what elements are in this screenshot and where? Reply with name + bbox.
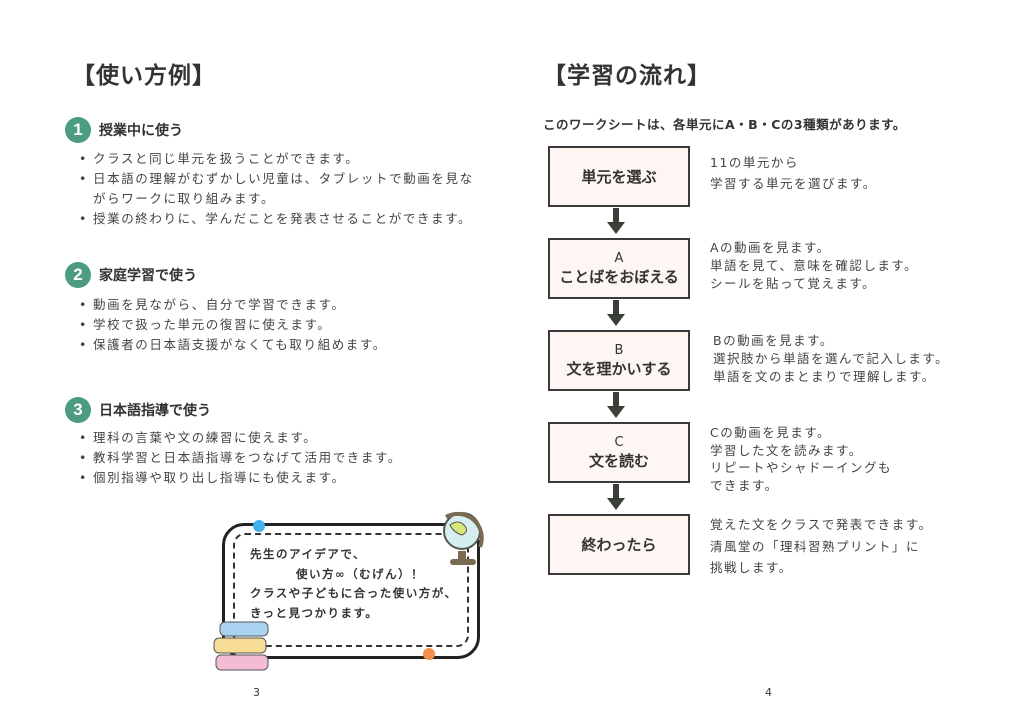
step-description: Bの動画を見ます。選択肢から単語を選んで記入します。単語を文のまとまりで理解しま… [713, 333, 950, 384]
section-3: 3 日本語指導で使う 理科の言葉や文の練習に使えます。 教科学習と日本語指導をつな… [65, 397, 402, 488]
list-item: 保護者の日本語支援がなくても取り組めます。 [79, 335, 387, 355]
step-description: 覚えた文をクラスで発表できます。清風堂の「理科習熟プリント」に挑戦します。 [710, 517, 933, 575]
number-badge: 2 [65, 262, 91, 288]
list-item: 学校で扱った単元の復習に使えます。 [79, 315, 387, 335]
step-label: C [614, 434, 624, 450]
note-line: 先生のアイデアで、 [250, 547, 366, 561]
list-item-continuation: がらワークに取り組みます。 [93, 191, 276, 206]
step-description: Aの動画を見ます。単語を見て、意味を確認します。シールを貼って覚えます。 [710, 240, 919, 291]
note-line: クラスや子どもに合った使い方が、 [250, 586, 458, 600]
page-number: 4 [765, 686, 772, 699]
note-dashed-border [233, 533, 469, 647]
section-2: 2 家庭学習で使う 動画を見ながら、自分で学習できます。 学校で扱った単元の復習に… [65, 262, 387, 355]
section-1: 1 授業中に使う クラスと同じ単元を扱うことができます。 日本語の理解がむずかしい… [65, 117, 474, 229]
step-box-finish: 終わったら [548, 514, 690, 575]
step-title: ことばをおぼえる [559, 267, 679, 286]
page-number: 3 [253, 686, 260, 699]
note-text: 先生のアイデアで、 使い方∞（むげん）！ クラスや子どもに合った使い方が、 きっ… [250, 545, 458, 623]
section-title: 家庭学習で使う [99, 268, 197, 284]
arrow-down-icon [607, 392, 625, 418]
flow-subtitle: このワークシートは、各単元にA・B・Cの3種類があります。 [543, 117, 906, 132]
page-title-usage: 【使い方例】 [72, 63, 216, 89]
note-line: 使い方∞（むげん）！ [296, 566, 425, 581]
step-label: B [614, 342, 624, 358]
dot-decoration [253, 520, 265, 532]
step-label: A [614, 250, 624, 266]
list-item: 教科学習と日本語指導をつなげて活用できます。 [79, 448, 402, 468]
step-title: 終わったら [581, 536, 657, 554]
step-box-select-unit: 単元を選ぶ [548, 146, 690, 207]
section-title: 日本語指導で使う [99, 403, 211, 419]
number-badge: 3 [65, 397, 91, 423]
step-title: 文を読む [588, 451, 649, 470]
list-item: 日本語の理解がむずかしい児童は、タブレットで動画を見な [79, 169, 474, 189]
arrow-down-icon [607, 484, 625, 510]
arrow-down-icon [607, 300, 625, 326]
list-item: 動画を見ながら、自分で学習できます。 [79, 295, 387, 315]
step-title: 文を理かいする [566, 359, 672, 378]
list-item: 個別指導や取り出し指導にも使えます。 [79, 468, 402, 488]
list-item: クラスと同じ単元を扱うことができます。 [79, 149, 474, 169]
section-title: 授業中に使う [99, 123, 183, 139]
note-line: きっと見つかります。 [250, 605, 379, 620]
number-badge: 1 [65, 117, 91, 143]
step-description: Cの動画を見ます。学習した文を読みます。リピートやシャドーイングもできます。 [710, 425, 893, 493]
globe-icon [443, 511, 484, 565]
page-title-flow: 【学習の流れ】 [543, 63, 711, 89]
list-item: 理科の言葉や文の練習に使えます。 [79, 428, 402, 448]
books-icon [213, 621, 269, 671]
list-item: 授業の終わりに、学んだことを発表させることができます。 [79, 209, 474, 229]
step-description: 11の単元から学習する単元を選びます。 [710, 155, 877, 191]
step-title: 単元を選ぶ [581, 168, 657, 186]
note-frame [222, 523, 480, 659]
arrow-down-icon [607, 208, 625, 234]
dot-decoration [423, 648, 435, 660]
